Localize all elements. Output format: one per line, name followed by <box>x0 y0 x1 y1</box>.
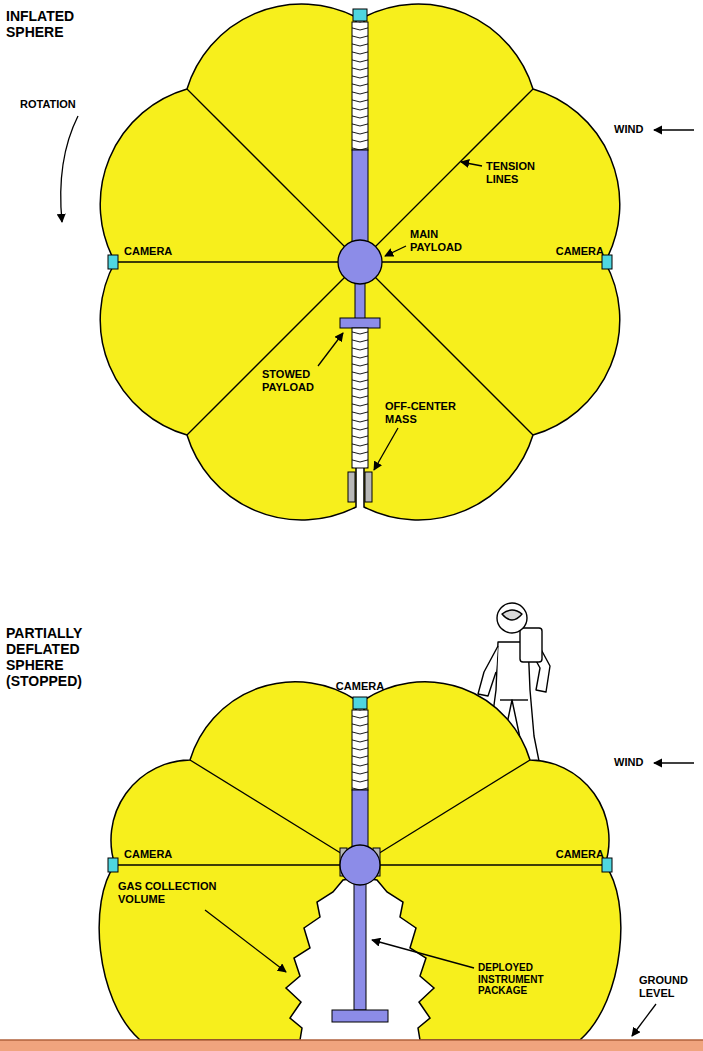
camera <box>602 858 612 872</box>
part-label: OFF-CENTER MASS <box>385 400 465 425</box>
camera <box>108 858 118 872</box>
main-payload <box>338 240 382 284</box>
camera <box>108 255 118 269</box>
spring <box>352 710 368 790</box>
inflated-sphere <box>100 4 620 520</box>
camera-label: CAMERA <box>548 848 604 861</box>
camera-label: CAMERA <box>124 245 184 258</box>
mast <box>355 280 365 320</box>
leader-lines <box>205 763 694 1036</box>
off-center-mass <box>365 472 372 502</box>
part-label: GAS COLLECTION VOLUME <box>118 880 234 905</box>
instrument-package <box>332 1010 388 1022</box>
main-payload <box>340 845 380 885</box>
part-label: TENSION LINES <box>486 160 550 185</box>
camera-label: CAMERA <box>320 680 400 693</box>
figure-title: INFLATED SPHERE <box>6 8 96 40</box>
mast <box>352 790 368 850</box>
mast <box>352 150 368 250</box>
deflated-sphere <box>99 682 621 1040</box>
spring <box>352 328 368 468</box>
camera <box>353 697 367 709</box>
camera-label: CAMERA <box>124 848 184 861</box>
part-label: STOWED PAYLOAD <box>262 368 328 393</box>
ground <box>0 1040 703 1051</box>
part-label: GROUND LEVEL <box>639 974 699 999</box>
stowed-payload <box>340 318 380 328</box>
camera <box>602 255 612 269</box>
wind-label: WIND <box>614 756 654 769</box>
motion-label: ROTATION <box>20 98 90 111</box>
part-label: MAIN PAYLOAD <box>410 228 474 253</box>
part-label: DEPLOYED INSTRUMENT PACKAGE <box>478 962 570 997</box>
figure-title: PARTIALLY DEFLATED SPHERE (STOPPED) <box>6 625 106 689</box>
off-center-mass <box>348 472 355 502</box>
instrument-mast <box>354 880 366 1010</box>
camera <box>353 9 367 21</box>
spring <box>352 22 368 150</box>
leader-lines <box>61 116 694 470</box>
camera-label: CAMERA <box>548 245 604 258</box>
ground-line <box>0 1039 703 1041</box>
wind-label: WIND <box>614 123 654 136</box>
